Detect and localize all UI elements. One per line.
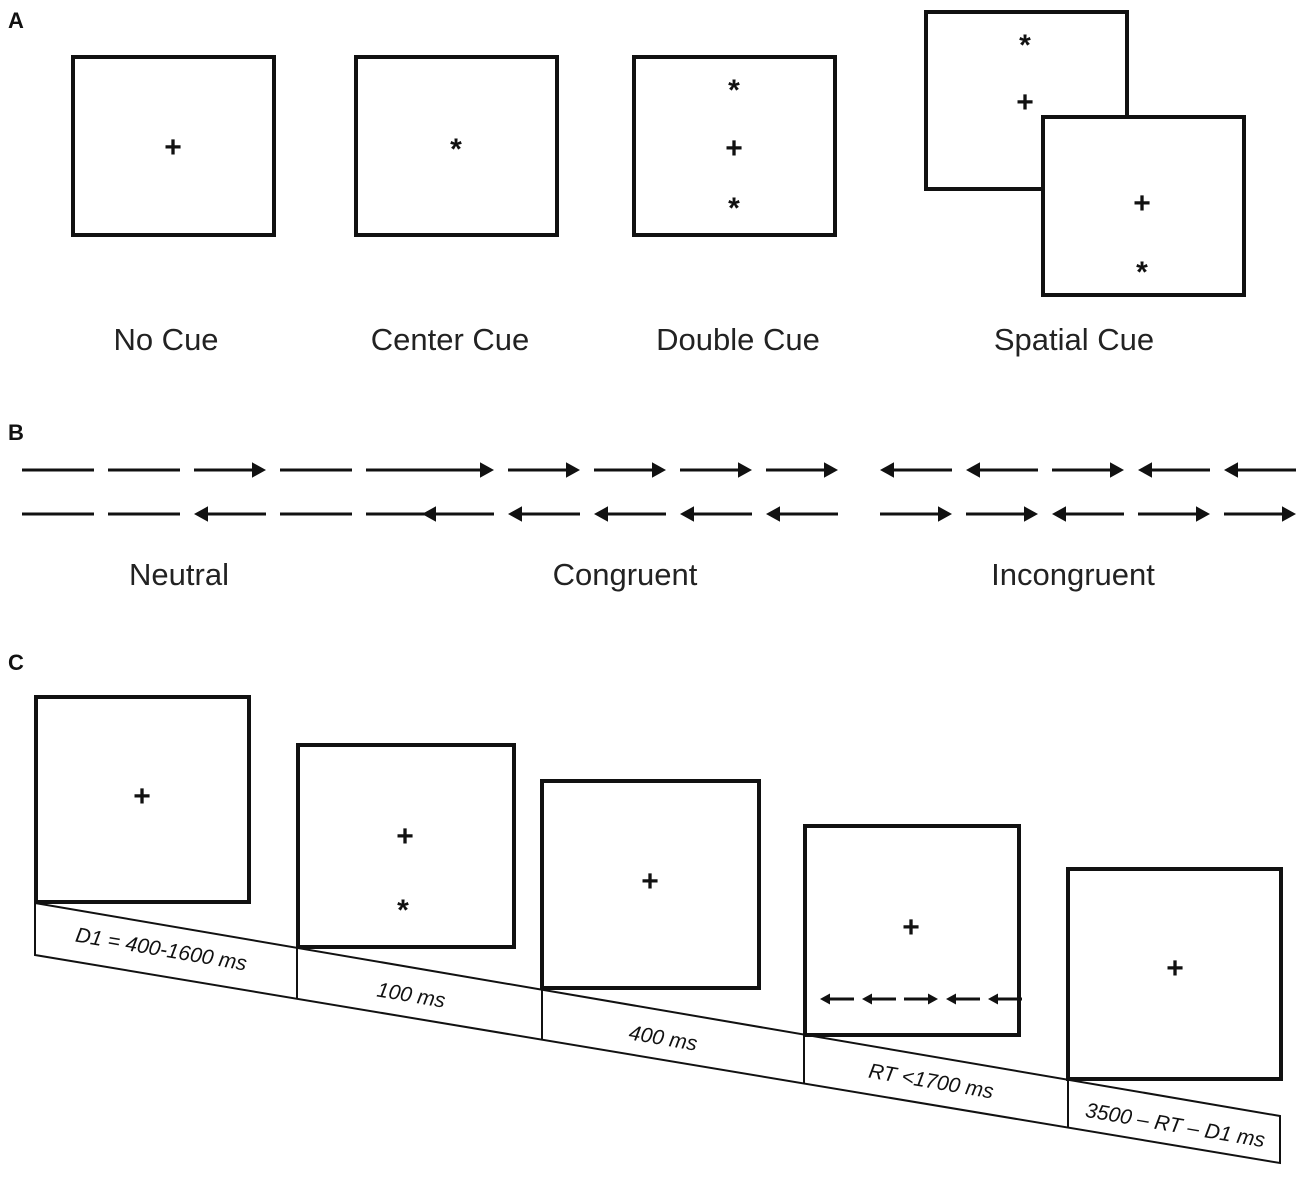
left-arrow <box>766 506 838 522</box>
left-arrow <box>966 462 1038 478</box>
right-arrow <box>1224 506 1296 522</box>
left-arrow <box>1052 506 1124 522</box>
spatial-cue-front-frame <box>1041 115 1246 297</box>
no-cue-frame: + <box>71 55 276 237</box>
right-arrow <box>422 462 494 478</box>
right-arrow <box>1138 506 1210 522</box>
panel-b-letter: B <box>8 420 24 445</box>
congruent-label: Congruent <box>553 557 698 592</box>
fixation-cross: + <box>396 820 414 853</box>
timeline-band <box>34 901 1281 1165</box>
target-flanker-arrows <box>820 993 1022 1005</box>
cue-asterisk: * <box>1136 256 1148 289</box>
right-arrow <box>680 462 752 478</box>
cue-asterisk-bottom: * <box>728 192 740 225</box>
fixation-cross: + <box>641 865 659 898</box>
fixation-cross: + <box>1133 187 1151 220</box>
trial-screen-fixation <box>34 695 251 904</box>
double-cue-label: Double Cue <box>656 322 820 357</box>
center-cue-label: Center Cue <box>371 322 530 357</box>
fixation-cross: + <box>1166 952 1184 985</box>
left-arrow <box>194 506 266 522</box>
no-cue-label: No Cue <box>113 322 218 357</box>
left-arrow <box>1138 462 1210 478</box>
panel-c-letter: C <box>8 650 24 675</box>
left-arrow <box>988 993 1022 1005</box>
left-arrow <box>880 462 952 478</box>
right-arrow <box>766 462 838 478</box>
trial-screen-cue <box>296 743 516 949</box>
right-arrow <box>904 993 938 1005</box>
cue-asterisk: * <box>397 894 409 927</box>
fixation-cross: + <box>902 911 920 944</box>
spatial-cue-label: Spatial Cue <box>994 322 1154 357</box>
cue-asterisk-top: * <box>728 74 740 107</box>
panel-a-letter: A <box>8 8 24 33</box>
right-arrow <box>508 462 580 478</box>
spatial-cue-frames: * + + * <box>924 10 1246 297</box>
left-arrow <box>422 506 494 522</box>
double-cue-frame: * + * <box>632 55 837 237</box>
left-arrow <box>680 506 752 522</box>
fixation-cross: + <box>133 780 151 813</box>
fixation-cross: + <box>1016 86 1034 119</box>
left-arrow <box>862 993 896 1005</box>
trial-screen-post-target <box>1066 867 1283 1081</box>
flanker-rows <box>22 462 1296 522</box>
cue-asterisk: * <box>1019 29 1031 62</box>
left-arrow <box>508 506 580 522</box>
neutral-label: Neutral <box>129 557 229 592</box>
left-arrow <box>946 993 980 1005</box>
right-arrow <box>1052 462 1124 478</box>
trial-screen-interval <box>540 779 761 990</box>
left-arrow <box>820 993 854 1005</box>
right-arrow <box>966 506 1038 522</box>
left-arrow <box>1224 462 1296 478</box>
center-cue-frame: * <box>354 55 559 237</box>
incongruent-label: Incongruent <box>991 557 1155 592</box>
fixation-cross: + <box>725 132 743 165</box>
left-arrow <box>594 506 666 522</box>
right-arrow <box>594 462 666 478</box>
fixation-cross: + <box>164 131 182 164</box>
right-arrow <box>194 462 266 478</box>
right-arrow <box>880 506 952 522</box>
cue-asterisk: * <box>450 133 462 166</box>
